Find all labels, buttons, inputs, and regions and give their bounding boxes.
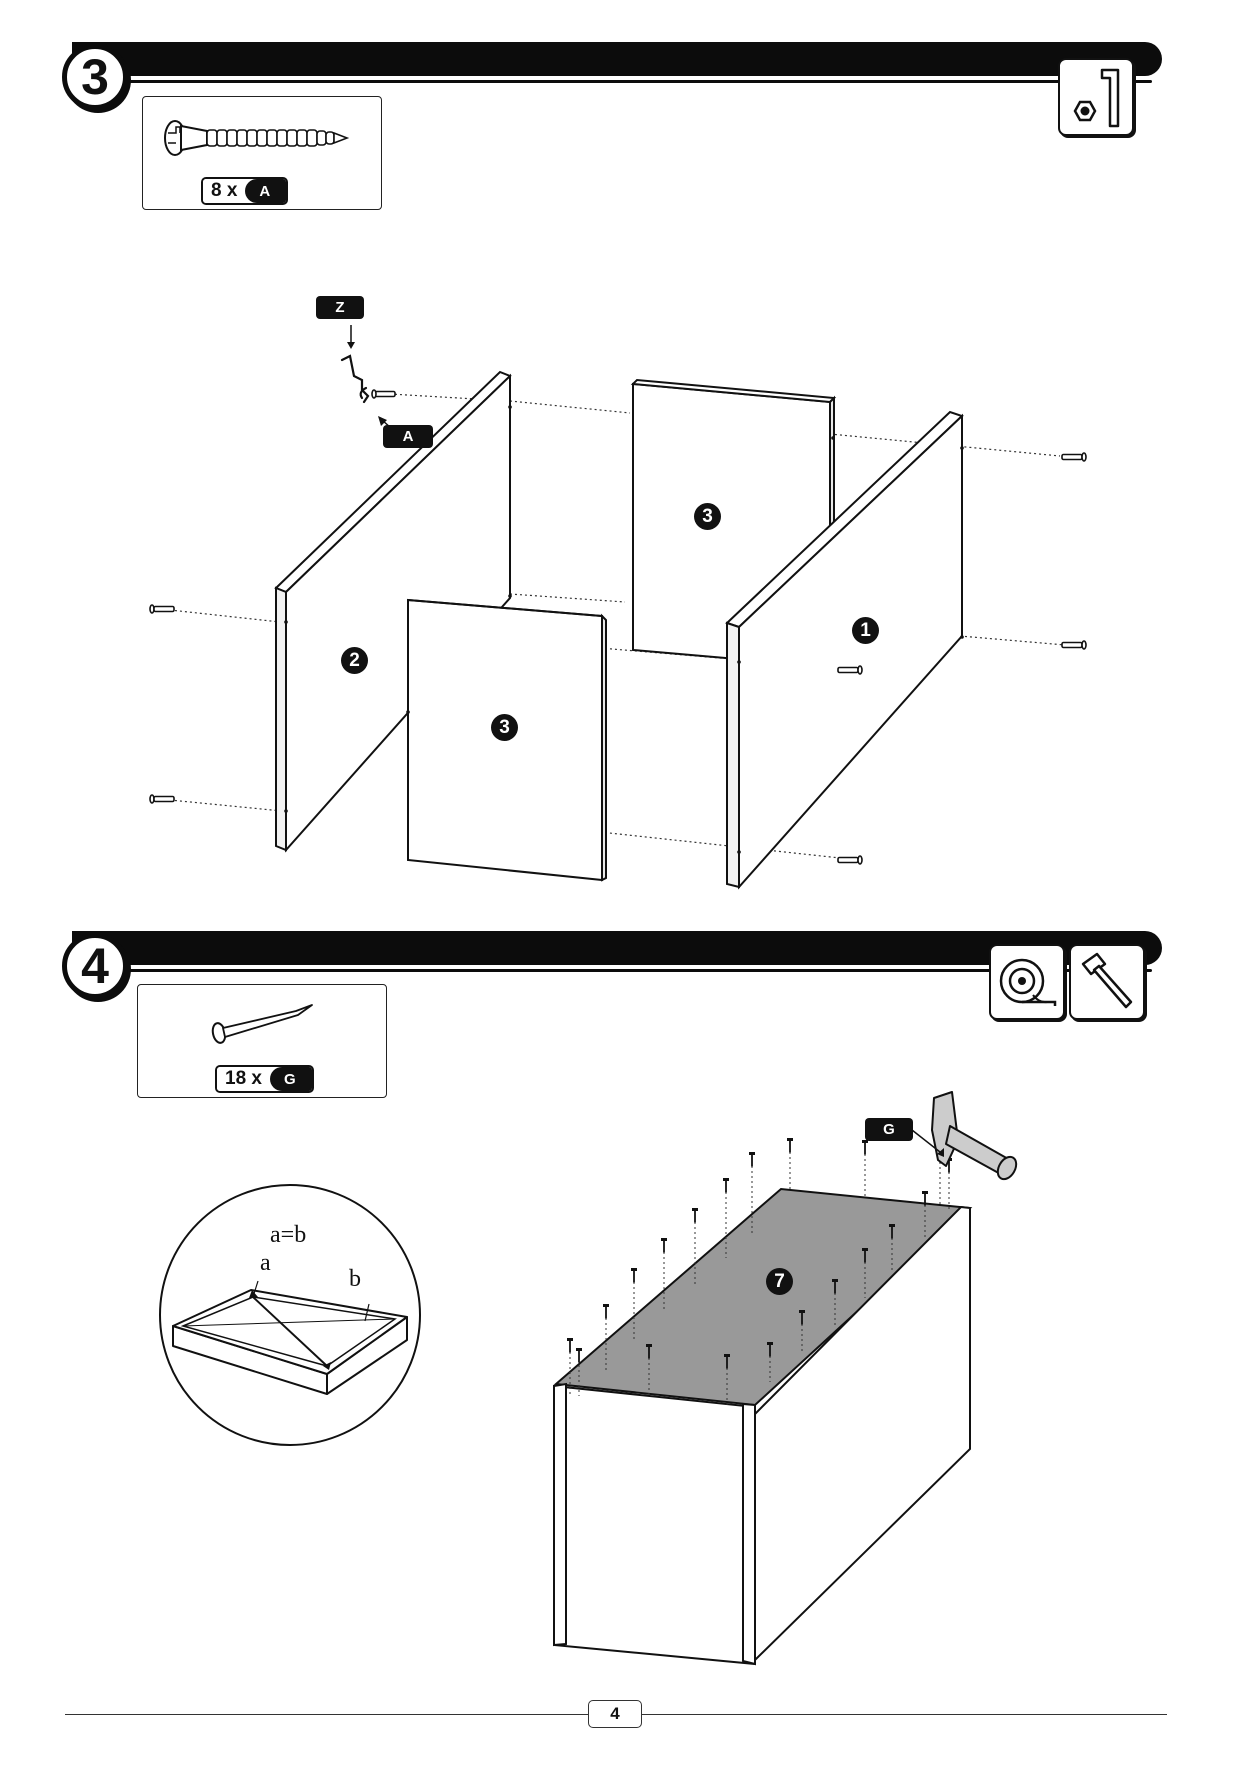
detail-label-a-equals-b: a=b bbox=[270, 1222, 307, 1248]
step-3-panel-1-number: 1 bbox=[852, 617, 879, 644]
step-3-part-code: A bbox=[245, 179, 287, 203]
nail-g-icon bbox=[211, 1004, 313, 1044]
detail-label-b: b bbox=[349, 1266, 361, 1292]
step-3-panel-3-rear-number: 3 bbox=[694, 503, 721, 530]
step-4-cabinet-diagram bbox=[553, 1091, 1018, 1666]
detail-label-a: a bbox=[260, 1250, 271, 1276]
step-3-number: 3 bbox=[62, 44, 128, 110]
step-4-header-bar bbox=[72, 931, 1162, 972]
step-3-panel-2-number: 2 bbox=[341, 647, 368, 674]
step-4-number: 4 bbox=[62, 933, 128, 999]
step-3-tool-box bbox=[1058, 58, 1134, 136]
tape-measure-icon bbox=[999, 958, 1057, 1006]
step-4-part-code: G bbox=[269, 1067, 312, 1091]
step-4-tag-g: G bbox=[865, 1118, 913, 1141]
step-3-parts-box: 8 x A bbox=[142, 96, 382, 210]
squaring-detail-circle bbox=[159, 1184, 421, 1446]
step-4-parts-box: 18 x G bbox=[137, 984, 387, 1098]
step-4-quantity: 18 x bbox=[217, 1067, 270, 1091]
hammer-tool-box bbox=[1069, 944, 1145, 1020]
step-3-tag-z: Z bbox=[316, 296, 364, 319]
hammer-illustration bbox=[931, 1091, 1018, 1181]
step-3-panel-3-front-number: 3 bbox=[491, 714, 518, 741]
step-3-header-bar bbox=[72, 42, 1162, 83]
allen-key-icon bbox=[1073, 68, 1120, 128]
cam-lock-z bbox=[340, 354, 370, 404]
panel-1-right bbox=[725, 410, 964, 890]
step-3-assembly-diagram bbox=[149, 325, 1087, 890]
screw-a-icon bbox=[164, 120, 350, 156]
step-4-quantity-badge: 18 x G bbox=[215, 1065, 314, 1093]
screws-a bbox=[149, 389, 1087, 865]
tape-measure-tool-box bbox=[989, 944, 1065, 1020]
step-3-quantity: 8 x bbox=[203, 179, 246, 203]
step-3-tag-a: A bbox=[383, 425, 433, 448]
page-number: 4 bbox=[588, 1700, 642, 1728]
step-3-quantity-badge: 8 x A bbox=[201, 177, 289, 205]
step-4-panel-7-number: 7 bbox=[766, 1268, 793, 1295]
hammer-icon bbox=[1081, 952, 1133, 1009]
